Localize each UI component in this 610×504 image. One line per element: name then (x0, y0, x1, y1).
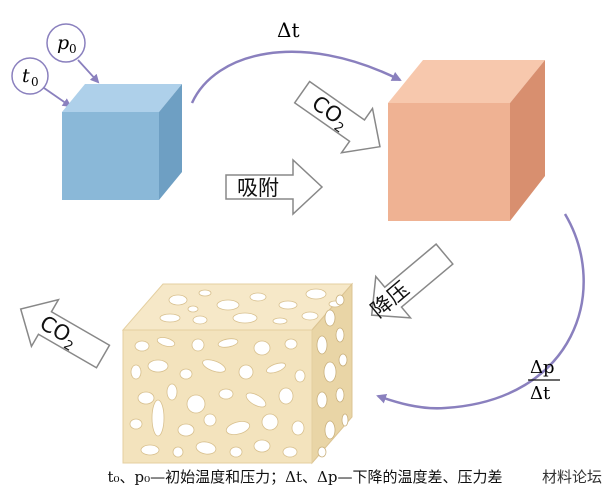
pore (130, 364, 142, 380)
pore (338, 353, 348, 367)
pore (229, 446, 243, 458)
pore (305, 288, 327, 300)
pore (324, 309, 336, 327)
t0-arrow (43, 87, 72, 108)
p0-arrow (77, 59, 100, 84)
delta-t-curve-arrow (190, 50, 402, 104)
pore (253, 340, 271, 356)
initial-state-cube (62, 84, 182, 200)
pore (341, 413, 349, 427)
pore (323, 361, 337, 383)
depressurize-arrow: 降压 (366, 243, 454, 322)
pore (238, 364, 254, 380)
pore (129, 418, 143, 430)
svg-text:Δt: Δt (530, 383, 551, 404)
pore (301, 311, 319, 321)
pore (278, 300, 298, 310)
pore (261, 413, 279, 431)
pore (187, 305, 199, 313)
pore (249, 292, 267, 302)
dp-over-dt-label: Δp Δt (528, 357, 560, 404)
pore (147, 359, 169, 373)
pore (225, 421, 251, 435)
porous-desorbed-cube (121, 282, 354, 465)
co2-outflow-arrow: CO2 (19, 298, 111, 369)
pore (198, 289, 212, 297)
pore (316, 391, 328, 409)
pore (179, 368, 193, 380)
pore (272, 317, 288, 325)
svg-text:Δp: Δp (530, 357, 555, 378)
pore (151, 399, 165, 437)
p0-sub: 0 (69, 42, 77, 56)
pore (186, 394, 206, 414)
pore (192, 315, 208, 325)
t0-label-circle: t 0 (11, 57, 72, 108)
pore (335, 294, 345, 306)
pore (134, 340, 150, 352)
adsorbed-state-cube (388, 60, 545, 221)
pore (324, 420, 336, 440)
pore (216, 299, 240, 311)
pore (253, 439, 271, 453)
pore (335, 387, 345, 403)
pore (177, 423, 195, 437)
pore (291, 420, 305, 436)
pore (232, 312, 258, 324)
pore (195, 441, 217, 455)
pore (316, 335, 328, 355)
pore (284, 338, 298, 350)
watermark: 材料论坛 (539, 466, 604, 487)
figure-caption: t₀、p₀—初始温度和压力；Δt、Δp—下降的温度差、压力差 (107, 468, 503, 486)
pore (335, 327, 345, 343)
p0-label-circle: p 0 (46, 23, 100, 84)
pore (282, 446, 298, 458)
co2-inflow-arrow: CO2 (293, 80, 381, 154)
pore (191, 338, 205, 352)
pore (172, 446, 184, 458)
pore (317, 446, 327, 458)
pore (140, 444, 160, 456)
pore (203, 413, 217, 427)
pore (159, 313, 181, 323)
p0-base: p (57, 32, 69, 54)
t0-sub: 0 (31, 75, 39, 89)
pore (278, 387, 294, 405)
depressurize-curve-arrow (376, 213, 585, 410)
pore (218, 388, 234, 400)
t0-base: t (22, 65, 30, 87)
pore (202, 359, 226, 373)
pore (245, 392, 267, 408)
pore (137, 391, 155, 405)
pore (166, 383, 178, 401)
pore (266, 362, 286, 374)
pore (168, 294, 188, 306)
pore (294, 369, 306, 383)
adsorption-label: 吸附 (237, 176, 279, 200)
delta-t-label: Δt (277, 18, 299, 42)
pore (156, 337, 176, 347)
adsorption-arrow: 吸附 (225, 158, 324, 216)
pore (217, 338, 239, 348)
